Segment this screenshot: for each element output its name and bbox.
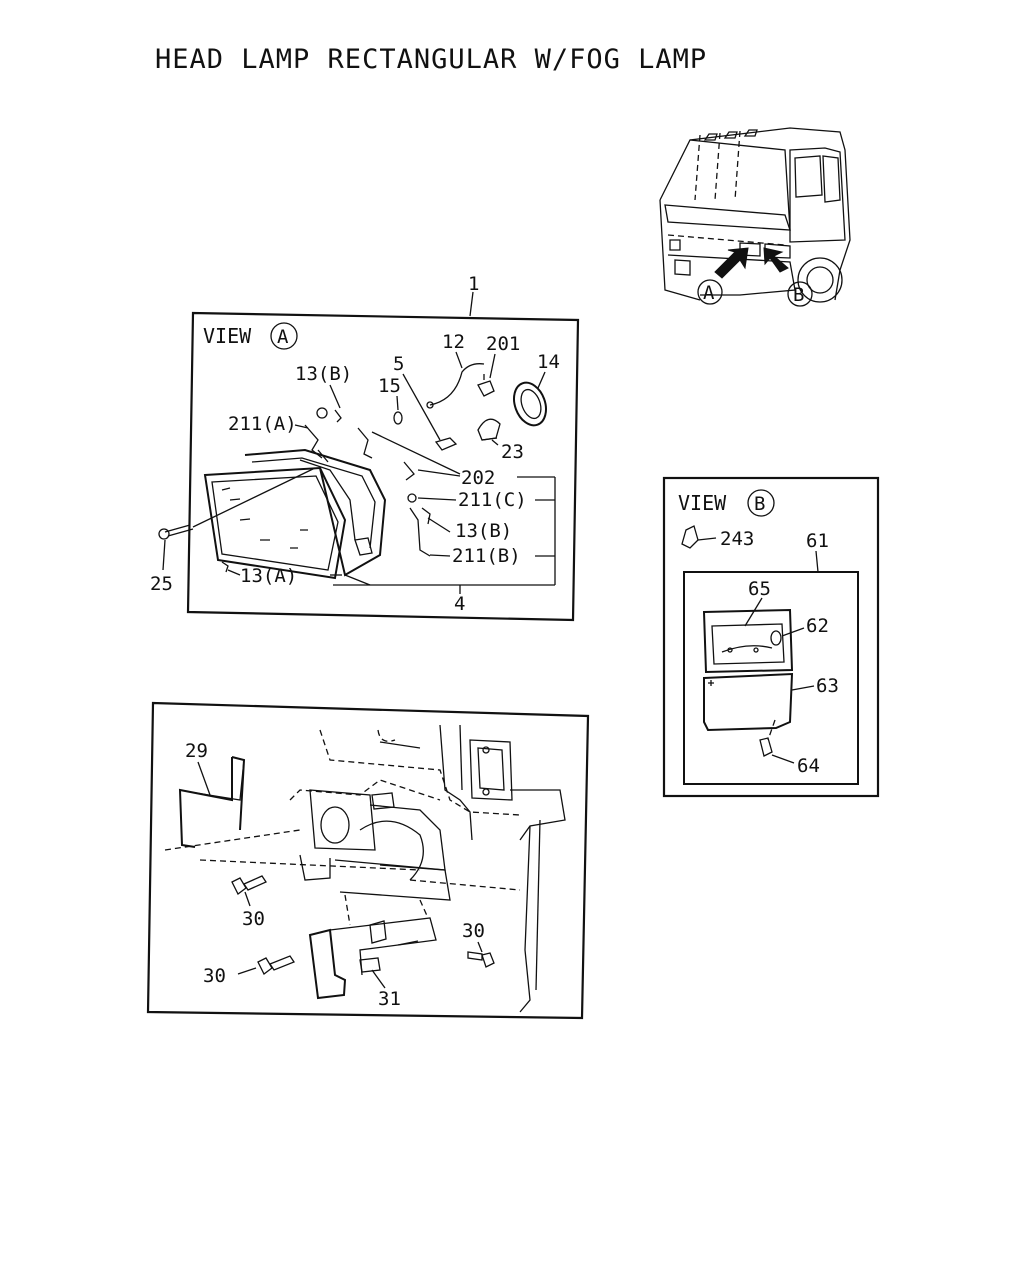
- view-a-frame: [186, 311, 580, 622]
- part-25-label: 25: [150, 573, 173, 595]
- mount-panel: 29 30 30 30 31: [146, 701, 590, 1020]
- part-64-label: 64: [797, 755, 820, 777]
- part-65-label: 65: [748, 578, 771, 600]
- part-14-label: 14: [537, 351, 560, 373]
- part-1-label: 1: [468, 273, 479, 295]
- view-b-panel: VIEW B 243 61 65 62 63 64: [662, 476, 880, 798]
- part-29-label: 29: [185, 740, 208, 762]
- part-30-left-label: 30: [203, 965, 226, 987]
- callout-b-label: B: [793, 284, 804, 306]
- part-12-label: 12: [442, 331, 465, 353]
- part-31-label: 31: [378, 988, 401, 1010]
- view-a-circle: [270, 322, 298, 350]
- part-13a-label: 13(A): [240, 565, 297, 587]
- part-30-top-label: 30: [242, 908, 265, 930]
- mount-frame: [146, 701, 590, 1020]
- view-b-frame: [662, 476, 880, 798]
- view-a-panel: VIEW A 1 25 211(A) 13(B) 15: [150, 273, 580, 622]
- view-b-circle-label: B: [754, 493, 765, 515]
- part-243-label: 243: [720, 528, 754, 550]
- part-15-label: 15: [378, 375, 401, 397]
- part-211a-label: 211(A): [228, 413, 297, 435]
- part-4-label: 4: [454, 593, 465, 615]
- page-title: HEAD LAMP RECTANGULAR W/FOG LAMP: [155, 44, 707, 75]
- part-13b-top-label: 13(B): [295, 363, 352, 385]
- headlamp-lens: [203, 466, 347, 580]
- part-62-label: 62: [806, 615, 829, 637]
- truck-illustration: A B: [659, 127, 851, 307]
- part-211b-label: 211(B): [452, 545, 521, 567]
- view-a-circle-label: A: [277, 326, 289, 348]
- part-63-label: 63: [816, 675, 839, 697]
- view-b-label: VIEW: [678, 491, 727, 515]
- part-211c-label: 211(C): [458, 489, 527, 511]
- part-30-right-label: 30: [462, 920, 485, 942]
- part-201-label: 201: [486, 333, 520, 355]
- view-a-label: VIEW: [203, 324, 252, 348]
- part-5-label: 5: [393, 353, 404, 375]
- callout-a-label: A: [703, 282, 715, 304]
- part-23-label: 23: [501, 441, 524, 463]
- part-202-label: 202: [461, 467, 495, 489]
- part-13b-mid-label: 13(B): [455, 520, 512, 542]
- part-61-label: 61: [806, 530, 829, 552]
